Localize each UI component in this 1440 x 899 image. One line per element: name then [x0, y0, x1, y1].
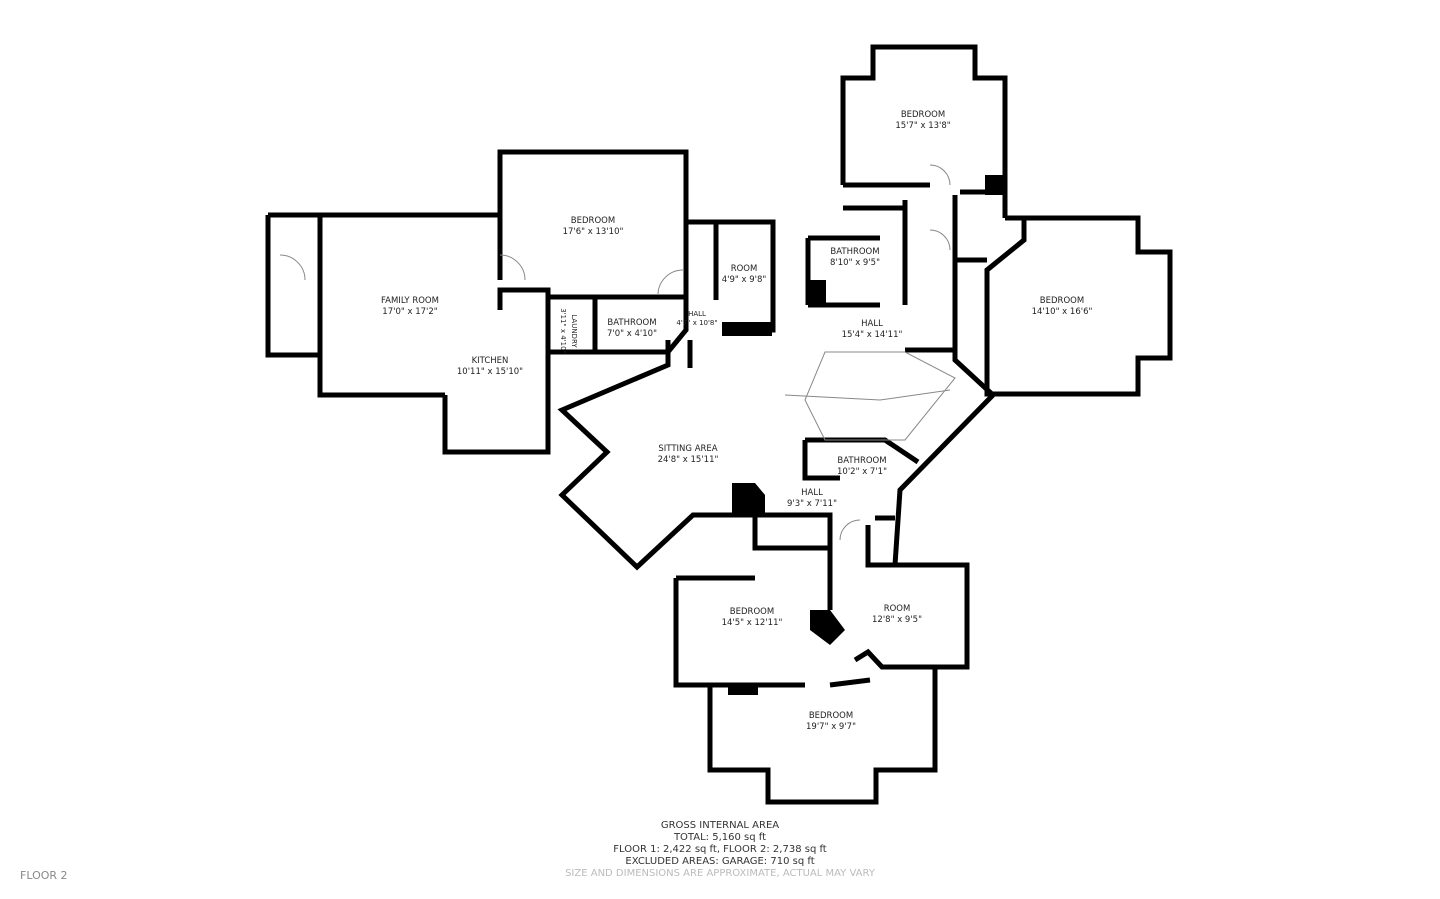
column	[985, 175, 1005, 195]
summary-floors: FLOOR 1: 2,422 sq ft, FLOOR 2: 2,738 sq …	[613, 844, 827, 855]
wall-bedroom-top-left	[497, 149, 689, 300]
summary-note: SIZE AND DIMENSIONS ARE APPROXIMATE, ACT…	[565, 868, 875, 879]
column	[722, 322, 772, 336]
wall-bedroom-bottom	[707, 667, 938, 805]
column	[810, 610, 845, 645]
room-dims: 3'11" x 4'10"	[559, 308, 567, 354]
room-dims: 17'0" x 17'2"	[382, 307, 438, 317]
room-dims: 17'6" x 13'10"	[562, 227, 624, 237]
room-name: BEDROOM	[729, 607, 775, 617]
room-dims: 12'8" x 9'5"	[872, 615, 922, 625]
room-name: HALL	[688, 310, 706, 318]
room-dims: 7'0" x 4'10"	[607, 329, 657, 339]
floor-label: FLOOR 2	[20, 869, 68, 882]
summary-title: GROSS INTERNAL AREA	[660, 820, 780, 831]
column	[732, 483, 765, 517]
room-name: ROOM	[730, 264, 758, 274]
column	[808, 280, 826, 305]
room-dims: 24'8" x 15'11"	[657, 455, 719, 465]
column	[728, 683, 758, 695]
room-dims: 14'5" x 12'11"	[721, 618, 783, 628]
room-name: BEDROOM	[1039, 296, 1085, 306]
wall-room-right	[853, 525, 970, 670]
room-name: BEDROOM	[900, 110, 946, 120]
summary-excluded: EXCLUDED AREAS: GARAGE: 710 sq ft	[625, 856, 815, 867]
room-name: KITCHEN	[471, 356, 509, 366]
wall-kitchen	[442, 287, 551, 455]
room-dims: 19'7" x 9'7"	[806, 722, 856, 732]
room-dims: 15'4" x 14'11"	[841, 330, 903, 340]
wall-family-room	[265, 212, 503, 398]
room-name: HALL	[861, 319, 883, 329]
room-name: BEDROOM	[808, 711, 854, 721]
room-name: HALL	[801, 488, 823, 498]
room-dims: 9'3" x 7'11"	[787, 499, 837, 509]
room-dims: 4'9" x 9'8"	[721, 275, 767, 285]
room-name: BATHROOM	[837, 456, 887, 466]
room-dims: 4'7" x 10'8"	[676, 319, 718, 327]
wall-sitting-area	[557, 340, 833, 571]
room-name: BEDROOM	[570, 216, 616, 226]
room-name: BATHROOM	[830, 247, 880, 257]
wall-bedroom-top	[840, 44, 1008, 305]
wall-bedroom-mid	[673, 517, 833, 688]
room-dims: 8'10" x 9'5"	[830, 258, 880, 268]
room-dims: 14'10" x 16'6"	[1031, 307, 1093, 317]
door-swings	[279, 164, 951, 541]
room-name: BATHROOM	[607, 318, 657, 328]
stairs	[784, 351, 956, 441]
room-name: LAUNDRY	[570, 314, 578, 348]
area-summary: GROSS INTERNAL AREA TOTAL: 5,160 sq ft F…	[565, 820, 875, 880]
room-name: SITTING AREA	[658, 444, 718, 454]
wall-bedroom-right	[952, 195, 1173, 397]
room-dims: 10'11" x 15'10"	[456, 367, 524, 377]
wall-diagonal	[892, 393, 995, 566]
room-name: ROOM	[883, 604, 911, 614]
room-dims: 10'2" x 7'1"	[837, 467, 887, 477]
room-dims: 15'7" x 13'8"	[895, 121, 951, 131]
room-name: FAMILY ROOM	[381, 296, 439, 306]
summary-total: TOTAL: 5,160 sq ft	[673, 832, 767, 843]
